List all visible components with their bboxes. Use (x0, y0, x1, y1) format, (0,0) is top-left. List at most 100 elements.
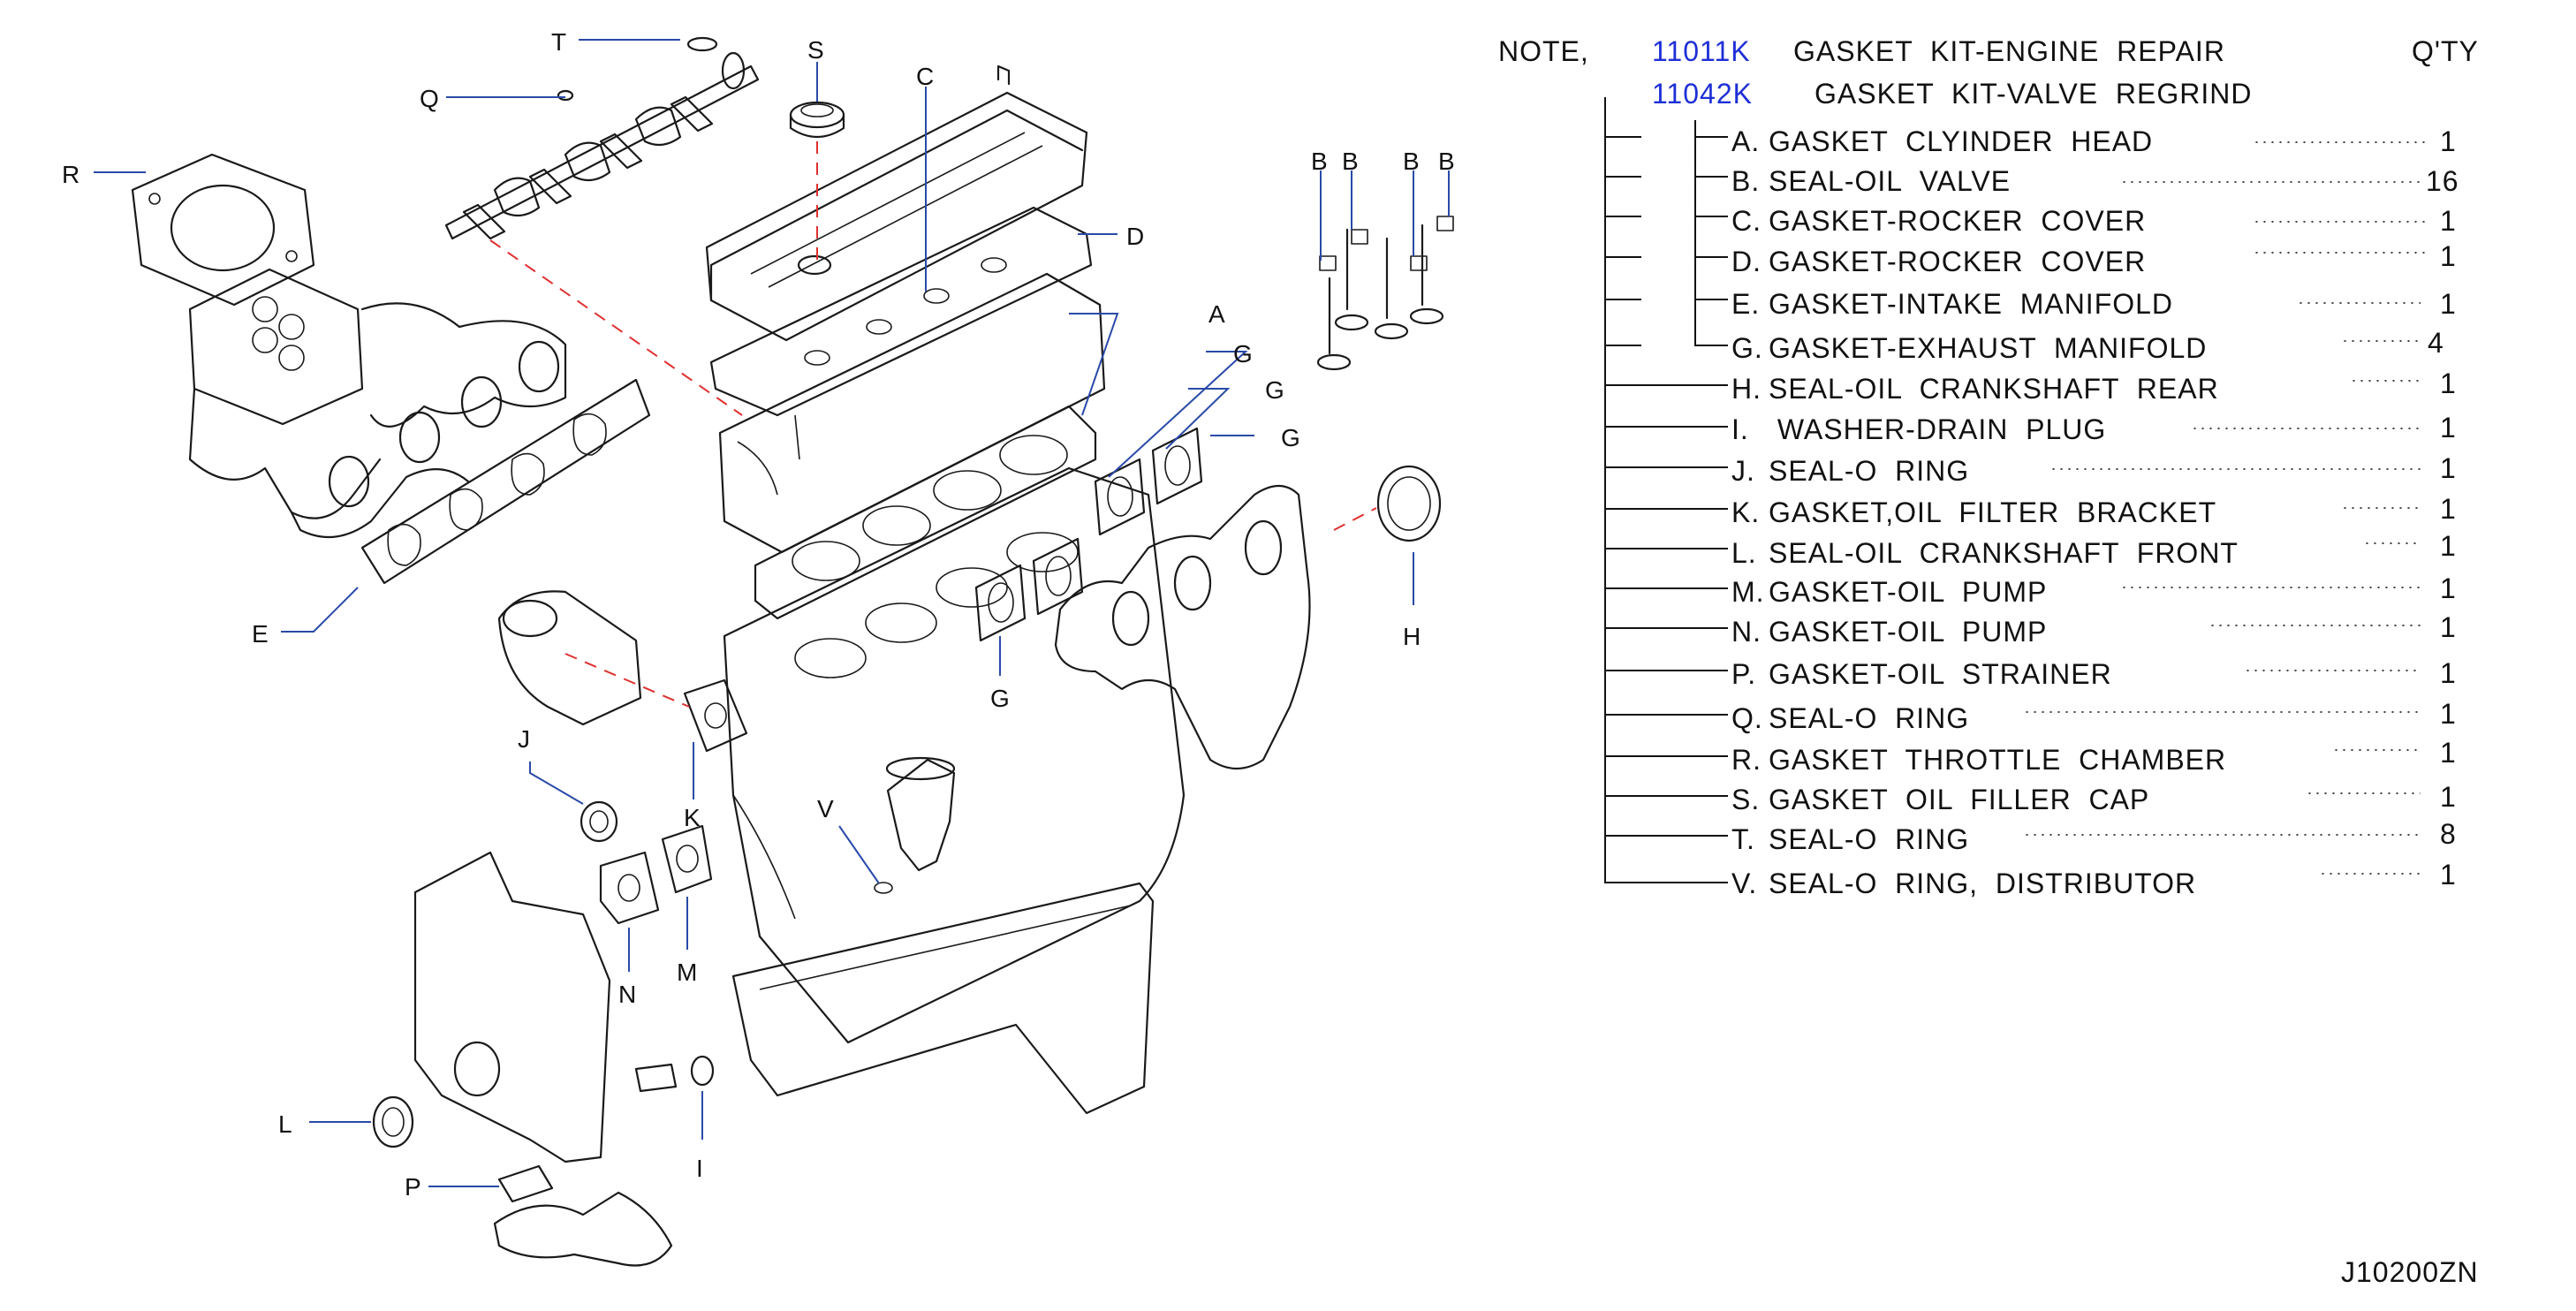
part-letter: S. (1731, 784, 1761, 815)
kit-valve-bracket (1694, 120, 1696, 345)
row-tick (1604, 345, 1641, 346)
part-letter: C. (1731, 205, 1762, 237)
row-tick (1694, 176, 1728, 178)
part-qty: 1 (2440, 737, 2457, 769)
callout-G-3: G (1281, 424, 1300, 451)
part-letter: L. (1731, 537, 1757, 569)
engine-gasket-drawing: T Q S C R D B B B B A G G G G E H J K V … (62, 28, 1455, 1267)
part-qty: 1 (2440, 125, 2457, 157)
callout-E: E (252, 620, 269, 648)
part-qty: 4 (2428, 327, 2444, 359)
part-letter: Q. (1731, 702, 1763, 734)
kit-name-engine-repair: GASKET KIT-ENGINE REPAIR (1793, 35, 2225, 67)
leader-dots (2306, 792, 2421, 794)
leader-dots (2120, 587, 2421, 588)
part-letter: I. (1731, 413, 1749, 445)
oil-strainer (493, 1164, 673, 1267)
part-qty: 1 (2440, 611, 2457, 643)
distributor (874, 756, 956, 894)
row-tick (1694, 216, 1728, 217)
part-letter: N. (1731, 616, 1762, 648)
part-letter: P. (1731, 658, 1757, 690)
row-tick (1604, 548, 1728, 549)
part-name: SEAL-OIL CRANKSHAFT FRONT (1769, 537, 2239, 569)
leader-dots (2244, 670, 2421, 671)
leader-dots (2332, 749, 2421, 751)
part-qty: 1 (2440, 781, 2457, 813)
part-qty: 16 (2426, 165, 2459, 197)
oil-pump-gaskets (599, 824, 713, 925)
qty-header: Q'TY (2412, 35, 2479, 67)
part-name: SEAL-OIL CRANKSHAFT REAR (1769, 373, 2219, 405)
leader-dots (2363, 542, 2421, 544)
exploded-engine-diagram: T Q S C R D B B B B A G G G G E H J K V … (62, 28, 1455, 1267)
row-tick (1604, 136, 1641, 138)
row-tick (1604, 714, 1728, 716)
cylinder-head-gasket (754, 405, 1097, 620)
kit-code-valve-regrind: 11042K (1652, 78, 1753, 110)
row-tick (1604, 216, 1641, 217)
part-name: GASKET-OIL STRAINER (1769, 658, 2112, 690)
leader-dots (2253, 221, 2429, 223)
camshaft-assembly (444, 36, 760, 240)
part-qty: 1 (2440, 288, 2457, 320)
row-tick (1604, 426, 1728, 428)
part-letter: K. (1731, 496, 1761, 528)
part-qty: 1 (2440, 452, 2457, 484)
callout-R: R (62, 161, 80, 188)
rear-crankshaft-seal (1376, 465, 1442, 542)
part-name: WASHER-DRAIN PLUG (1769, 413, 2107, 445)
part-letter: J. (1731, 455, 1755, 487)
callout-B-4: B (1438, 148, 1455, 175)
cylinder-head (718, 272, 1106, 554)
leader-dots (2023, 834, 2421, 836)
part-name: GASKET,OIL FILTER BRACKET (1769, 496, 2217, 528)
part-qty: 1 (2440, 493, 2457, 525)
kit-name-valve-regrind: GASKET KIT-VALVE REGRIND (1815, 78, 2253, 110)
callout-V: V (817, 795, 834, 822)
part-name: SEAL-O RING (1769, 823, 1970, 855)
part-name: SEAL-OIL VALVE (1769, 165, 2012, 197)
o-ring-j (580, 800, 618, 843)
callout-G-1: G (1233, 340, 1253, 368)
oil-filler-cap (789, 101, 845, 138)
callout-leaders (94, 39, 1450, 1187)
callout-I: I (696, 1155, 703, 1182)
row-tick (1694, 136, 1728, 138)
callout-M: M (677, 959, 697, 986)
intake-manifold (188, 268, 567, 539)
leader-dots (2120, 181, 2421, 183)
part-qty: 1 (2440, 572, 2457, 604)
callout-J: J (518, 725, 530, 753)
part-qty: 1 (2440, 859, 2457, 890)
leader-dots (2341, 340, 2421, 342)
row-tick (1604, 256, 1641, 258)
part-letter: M. (1731, 576, 1765, 608)
row-tick (1604, 627, 1728, 629)
leader-dots (2350, 380, 2421, 382)
note-label: NOTE, (1498, 35, 1589, 67)
parts-list: NOTE, 11011K GASKET KIT-ENGINE REPAIR 11… (1498, 0, 2576, 1311)
callout-G-4: G (990, 685, 1010, 712)
callout-A: A (1208, 300, 1225, 328)
row-tick (1694, 299, 1728, 300)
part-letter: E. (1731, 288, 1761, 320)
row-tick (1604, 670, 1728, 671)
row-tick (1604, 755, 1728, 757)
callout-Q: Q (420, 85, 439, 112)
callout-P: P (405, 1173, 421, 1201)
front-cover (372, 851, 611, 1163)
callout-K: K (684, 804, 701, 831)
leader-dots (2341, 507, 2421, 509)
part-letter: V. (1731, 868, 1758, 899)
part-qty: 1 (2440, 240, 2457, 272)
part-name: GASKET-ROCKER COVER (1769, 205, 2147, 237)
drain-plug-and-washer (634, 1055, 715, 1093)
callout-B-1: B (1311, 148, 1328, 175)
part-qty: 1 (2440, 368, 2457, 399)
part-qty: 1 (2440, 205, 2457, 237)
part-qty: 1 (2440, 657, 2457, 689)
part-letter: G. (1731, 332, 1763, 364)
rocker-cover-gasket (709, 206, 1093, 417)
part-name: SEAL-O RING (1769, 455, 1970, 487)
